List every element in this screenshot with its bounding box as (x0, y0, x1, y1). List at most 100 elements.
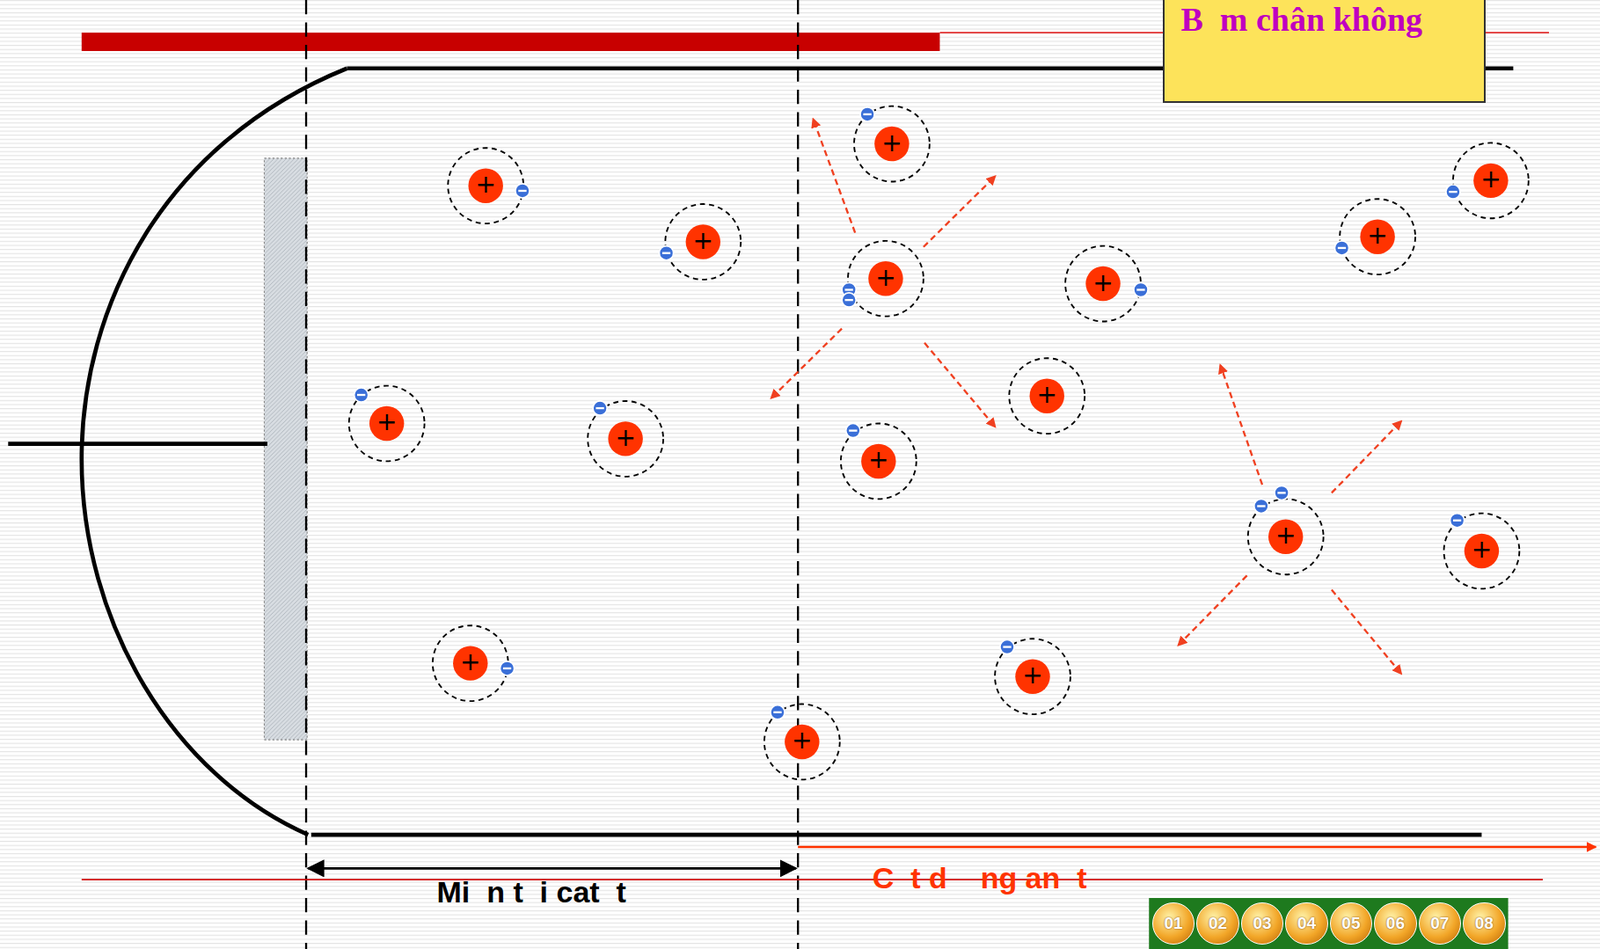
electron (354, 387, 369, 402)
nav-button: 04 (1285, 902, 1329, 946)
charge-sign: + (376, 409, 397, 435)
nucleus (868, 261, 903, 296)
electron-sign (1448, 190, 1457, 193)
charge-sign: + (460, 650, 481, 675)
nucleus (1015, 658, 1050, 694)
charge-sign: + (693, 228, 714, 254)
nucleus (1030, 378, 1065, 413)
electron (860, 107, 875, 122)
nucleus (874, 126, 909, 161)
nucleus (467, 168, 503, 203)
orbit (664, 204, 741, 280)
electron (1334, 241, 1349, 256)
orbit (1008, 357, 1085, 434)
orbit (840, 423, 917, 499)
orbit (1248, 498, 1324, 575)
button-number: 03 (1252, 913, 1272, 934)
nucleus (784, 724, 819, 760)
electron-sign (845, 299, 854, 301)
electron (515, 183, 530, 198)
nav-button: 06 (1373, 902, 1418, 946)
charge-sign: + (881, 131, 902, 156)
orbit (349, 386, 425, 462)
electron-sign (1136, 288, 1145, 291)
charge-sign: + (868, 447, 889, 473)
electron-sign (518, 189, 527, 192)
orbit (847, 241, 924, 317)
nav-button: 02 (1196, 902, 1240, 946)
electron-sign (1002, 645, 1011, 648)
nucleus (1359, 219, 1395, 254)
electron (1449, 513, 1464, 528)
nucleus (1085, 266, 1120, 301)
nucleus (861, 444, 896, 479)
electron-sign (1277, 491, 1286, 494)
charge-sign: + (1037, 382, 1058, 408)
nucleus (369, 406, 404, 441)
orbit (1444, 513, 1520, 590)
orbit (587, 401, 664, 477)
orbit (1065, 246, 1141, 322)
electron-sign (1256, 504, 1265, 507)
electron (499, 661, 514, 676)
charge-sign: + (1366, 223, 1388, 249)
electron (1274, 485, 1289, 500)
button-number: 01 (1164, 913, 1184, 934)
electron-sign (503, 667, 512, 670)
orbit (764, 704, 841, 781)
region-label: Mi n t i cat t (437, 875, 627, 910)
button-number: 06 (1386, 913, 1405, 934)
nucleus (1464, 533, 1499, 569)
electron (1000, 639, 1015, 654)
electron-sign (773, 711, 782, 714)
charge-sign: + (1022, 663, 1043, 688)
electron (846, 423, 861, 438)
electron-sign (662, 252, 671, 255)
nucleus (1268, 519, 1303, 555)
electron-sign (862, 113, 871, 116)
button-number: 02 (1208, 913, 1228, 934)
nav-button: 08 (1462, 902, 1506, 946)
charge-sign: + (791, 728, 812, 753)
pump-label: B m chân không (1180, 0, 1474, 39)
electron-sign (1453, 519, 1462, 522)
pump-box: B m chân không (1162, 0, 1486, 103)
orbit (854, 106, 930, 183)
electron (1446, 184, 1461, 199)
charge-sign: + (474, 172, 496, 198)
charge-sign: + (1092, 270, 1113, 296)
nav-button: 07 (1418, 902, 1462, 946)
electron (841, 292, 856, 307)
orbit (994, 638, 1071, 715)
orbit (1339, 198, 1416, 275)
orbit (1453, 142, 1529, 219)
electron-sign (848, 429, 857, 432)
charge-sign: + (1480, 167, 1501, 192)
charge-sign: + (1471, 537, 1492, 563)
electron (1133, 282, 1148, 297)
nucleus (607, 421, 643, 456)
region-label: C t d ng an t (872, 861, 1088, 896)
nucleus (452, 645, 488, 680)
nucleus (686, 224, 721, 259)
charge-sign: + (614, 425, 636, 451)
button-number: 05 (1341, 913, 1360, 934)
charge-sign: + (1275, 523, 1296, 548)
orbit (432, 625, 509, 702)
button-number: 08 (1475, 913, 1494, 934)
electron (592, 401, 607, 416)
electron (658, 246, 673, 261)
orbit (447, 147, 524, 224)
electron-sign (595, 407, 604, 410)
electron-sign (1337, 247, 1346, 249)
nucleus (1473, 163, 1508, 198)
charge-sign: + (875, 265, 896, 291)
button-number: 07 (1430, 913, 1449, 934)
electron-sign (845, 288, 854, 291)
electron (770, 705, 785, 720)
electron (1254, 498, 1269, 513)
electron-sign (357, 394, 366, 396)
nav-button: 05 (1329, 902, 1374, 946)
button-number: 04 (1297, 913, 1316, 934)
